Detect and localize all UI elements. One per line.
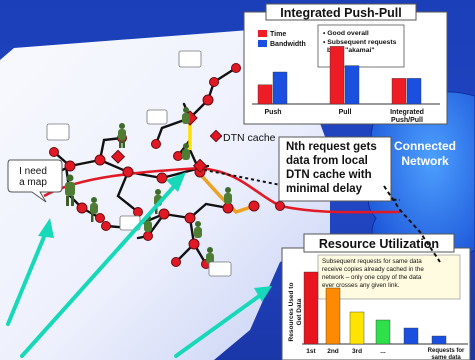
resource-note-box xyxy=(317,254,461,300)
bar-time-1 xyxy=(329,46,345,105)
category-label-1: Pull xyxy=(339,109,352,116)
bar-bandwidth-2 xyxy=(406,78,422,105)
resource-bar-0 xyxy=(303,271,319,345)
soldier-figures xyxy=(65,107,232,264)
push-pull-notes: • Good overall • Subsequent requests bui… xyxy=(323,30,398,54)
resource-panel: Resource Utilization Resources Used toGe… xyxy=(281,233,471,360)
speech-bubbles xyxy=(46,50,232,277)
request-path xyxy=(43,166,401,214)
category-label-2: Integrated xyxy=(390,109,424,116)
category-label-0: Push xyxy=(264,109,281,116)
resource-title-box xyxy=(303,233,455,253)
cloud-link xyxy=(383,185,441,263)
dtn-cache-label: DTN cache xyxy=(223,132,276,144)
push-pull-title: Integrated Push-Pull xyxy=(280,6,402,20)
category-label-2: Push/Pull xyxy=(391,117,423,124)
resource-bar-2 xyxy=(349,311,365,345)
bar-time-0 xyxy=(257,84,273,105)
legend-bandwidth-label: Bandwidth xyxy=(270,41,306,48)
resource-bars xyxy=(303,271,447,345)
resource-title: Resource Utilization xyxy=(319,237,439,251)
push-pull-title-box xyxy=(265,3,417,21)
push-pull-bars xyxy=(257,46,422,105)
resource-category-label: Requests for xyxy=(428,348,465,354)
resource-category-label: 1st xyxy=(306,348,316,355)
resource-bar-5 xyxy=(431,335,447,345)
resource-ylabel: Resources Used toGet Data xyxy=(288,283,303,342)
push-pull-panel: Integrated Push-Pull Time Bandwidth • Go… xyxy=(243,3,448,125)
resource-bar-3 xyxy=(375,319,391,345)
bar-bandwidth-1 xyxy=(344,65,360,105)
bar-time-2 xyxy=(391,78,407,105)
resource-category-label: ... xyxy=(380,348,386,355)
resource-category-label: same data xyxy=(431,355,461,360)
legend-time-swatch xyxy=(258,30,267,37)
resource-note: Subsequent requests for same data receiv… xyxy=(322,258,426,289)
legend-time-label: Time xyxy=(270,31,286,38)
legend-bandwidth-swatch xyxy=(258,40,267,47)
resource-category-label: 2nd xyxy=(327,348,339,355)
resource-bar-1 xyxy=(325,287,341,345)
pointer-arrows xyxy=(6,172,272,358)
resource-bar-4 xyxy=(403,327,419,345)
bar-bandwidth-0 xyxy=(272,71,288,105)
resource-category-label: 3rd xyxy=(352,348,362,355)
